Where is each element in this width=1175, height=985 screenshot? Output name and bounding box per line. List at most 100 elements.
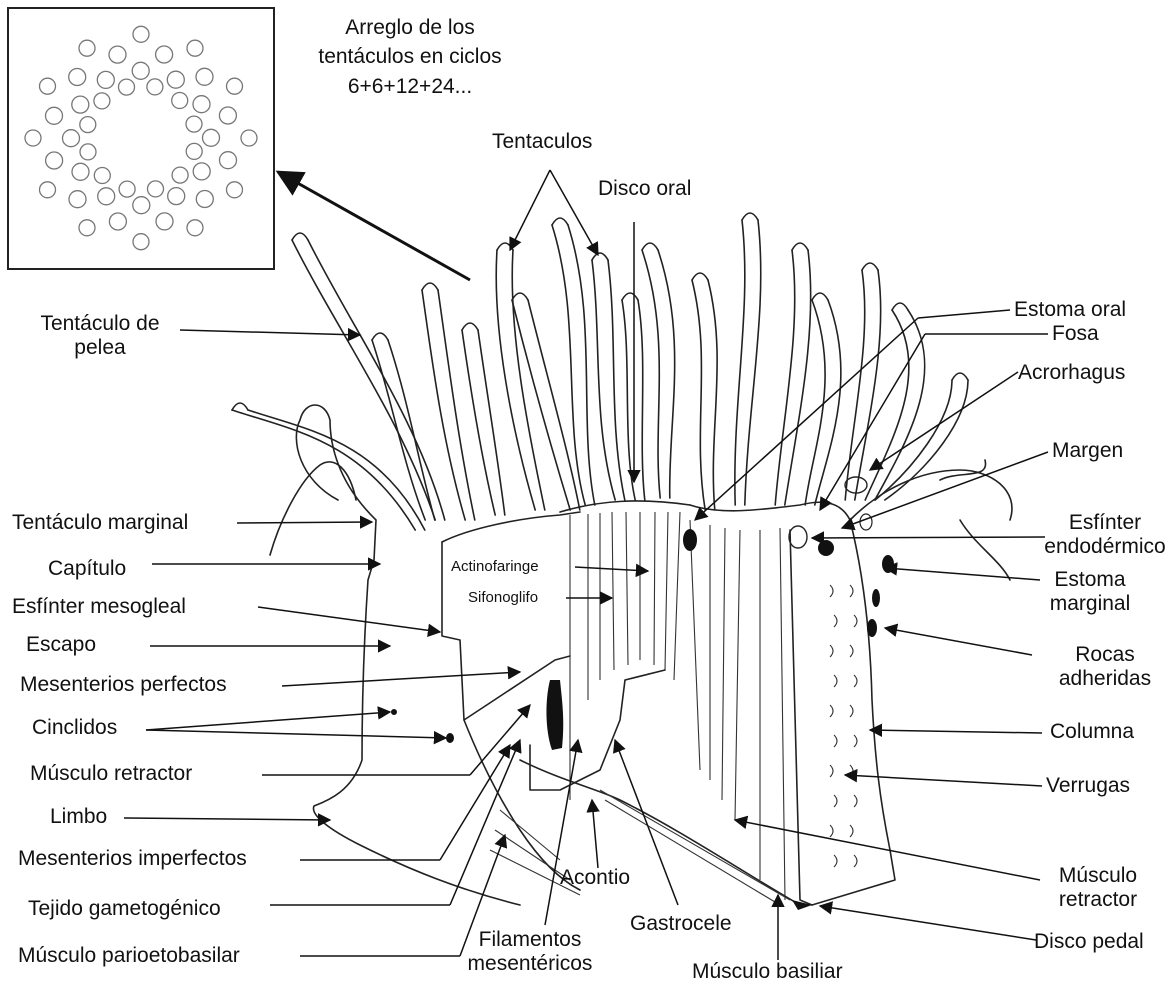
inset-tentacle-circle <box>79 220 95 236</box>
tentacle-tip <box>552 218 568 225</box>
inset-tentacle-circle <box>187 40 203 56</box>
inset-tentacle-circle <box>148 181 164 197</box>
inset-tentacle-circle <box>109 213 126 230</box>
wart-mark <box>834 735 837 747</box>
wart-mark <box>850 705 853 717</box>
tentacle-tip <box>812 293 828 300</box>
inset-caption-line-1: Arreglo de los <box>290 16 530 40</box>
inset-tentacle-circle <box>167 71 184 88</box>
inset-caption-line-3: 6+6+12+24... <box>290 75 530 99</box>
inset-tentacle-circle <box>25 130 41 146</box>
inset-tentacle-circle <box>72 163 89 180</box>
tentacle-tip <box>422 283 438 290</box>
tentacle-outline <box>845 270 865 500</box>
label-margen: Margen <box>1052 439 1123 463</box>
leader-lines <box>124 170 1048 960</box>
inset-tentacle-circle <box>132 62 149 79</box>
wart-mark <box>830 825 833 837</box>
label-musculo-retractor-left: Músculo retractor <box>30 762 192 786</box>
inset-tentacle-circle <box>46 107 63 124</box>
tentacle-tip <box>642 243 658 250</box>
wart-mark <box>854 855 857 867</box>
inset-tentacle-circle <box>220 152 237 169</box>
tentacle-tip <box>792 243 808 250</box>
anemone-body <box>270 405 1012 910</box>
label-estoma-oral: Estoma oral <box>1014 298 1126 322</box>
tentacle-tip <box>742 213 758 220</box>
wart-mark <box>854 735 857 747</box>
inset-tentacle-circle <box>94 93 110 109</box>
inset-tentacle-circle <box>156 213 173 230</box>
inset-tentacle-circle <box>193 163 210 180</box>
tentacle-outline <box>608 260 625 500</box>
wart-mark <box>834 675 837 687</box>
tentacle-outline <box>638 300 645 500</box>
label-mesenterios-imperfectos: Mesenterios imperfectos <box>18 847 247 871</box>
tentacle-outline <box>708 280 717 510</box>
inset-tentacle-circle <box>186 143 202 159</box>
label-filamentos-mesentericos: Filamentos mesentéricos <box>440 928 620 976</box>
label-musculo-parietobasilar: Músculo parioetobasilar <box>18 944 240 968</box>
label-fosa: Fosa <box>1052 322 1099 346</box>
tentacle-outline <box>622 300 635 500</box>
inset-tentacle-circle <box>119 79 135 95</box>
inset-tentacle-circle <box>109 46 126 63</box>
inset-tentacle-circle <box>133 234 149 250</box>
tentacle-outline <box>642 250 660 498</box>
inset-tentacle-circle <box>46 152 63 169</box>
inset-tentacle-circle <box>97 71 114 88</box>
inset-tentacle-circle <box>227 182 243 198</box>
inset-tentacle-circle <box>94 168 110 184</box>
inset-tentacle-circle <box>133 26 149 42</box>
tentacle-tip <box>372 333 388 340</box>
label-columna: Columna <box>1050 720 1134 744</box>
wart-mark <box>854 795 857 807</box>
tentacle-outline <box>512 300 570 510</box>
inset-pointer-arrow <box>278 172 470 280</box>
inset-tentacle-circle <box>196 68 213 85</box>
inset-tentacle-circle <box>40 182 56 198</box>
inset-tentacle-circle <box>40 78 56 94</box>
tentacle-outline <box>512 250 545 510</box>
label-tentaculo-pelea: Tentáculo de pelea <box>20 312 180 360</box>
label-mesenterios-perfectos: Mesenterios perfectos <box>20 673 227 697</box>
tentacle-tip <box>462 323 478 330</box>
inset-tentacle-circle <box>80 144 96 160</box>
inset-tentacle-circle <box>193 96 210 113</box>
inset-tentacle-circle <box>241 130 257 146</box>
tentacle-tip <box>592 253 608 260</box>
wart-mark <box>834 855 837 867</box>
wart-mark <box>830 705 833 717</box>
tentacle-outline <box>885 380 968 500</box>
inset-tentacle-circle <box>147 79 163 95</box>
tentacle-outline <box>815 300 841 505</box>
tentacle-tip <box>232 403 248 410</box>
tentacle-tip <box>512 293 528 300</box>
tentacle-outline <box>372 340 425 520</box>
inset-tentacle-circle <box>80 117 96 133</box>
label-limbo: Limbo <box>50 805 107 829</box>
tentacle-tip <box>622 293 638 300</box>
inset-tentacle-circle <box>69 69 86 86</box>
tentacle-outline <box>735 220 745 505</box>
column-warts <box>830 585 857 867</box>
wart-mark <box>850 825 853 837</box>
inset-tentacle-circle <box>119 181 135 197</box>
label-musculo-basilar: Músculo basiliar <box>692 960 843 984</box>
label-actinofaringe: Actinofaringe <box>451 558 539 576</box>
label-acontio: Acontio <box>560 866 630 890</box>
tentacle-tip <box>692 273 708 280</box>
label-disco-pedal: Disco pedal <box>1034 930 1144 954</box>
inset-tentacle-circle <box>219 107 236 124</box>
tentacle-tip <box>292 233 308 240</box>
wart-mark <box>850 645 853 657</box>
label-gastrocele: Gastrocele <box>630 912 732 936</box>
label-acrorhagus: Acrorhagus <box>1018 361 1125 385</box>
tentacle-outline <box>232 410 415 530</box>
tentacle-tip <box>892 303 908 310</box>
wart-mark <box>834 795 837 807</box>
wart-mark <box>854 675 857 687</box>
wart-mark <box>834 615 837 627</box>
inset-tentacle-circle <box>168 188 185 205</box>
inset-tentacle-circle <box>63 130 80 147</box>
